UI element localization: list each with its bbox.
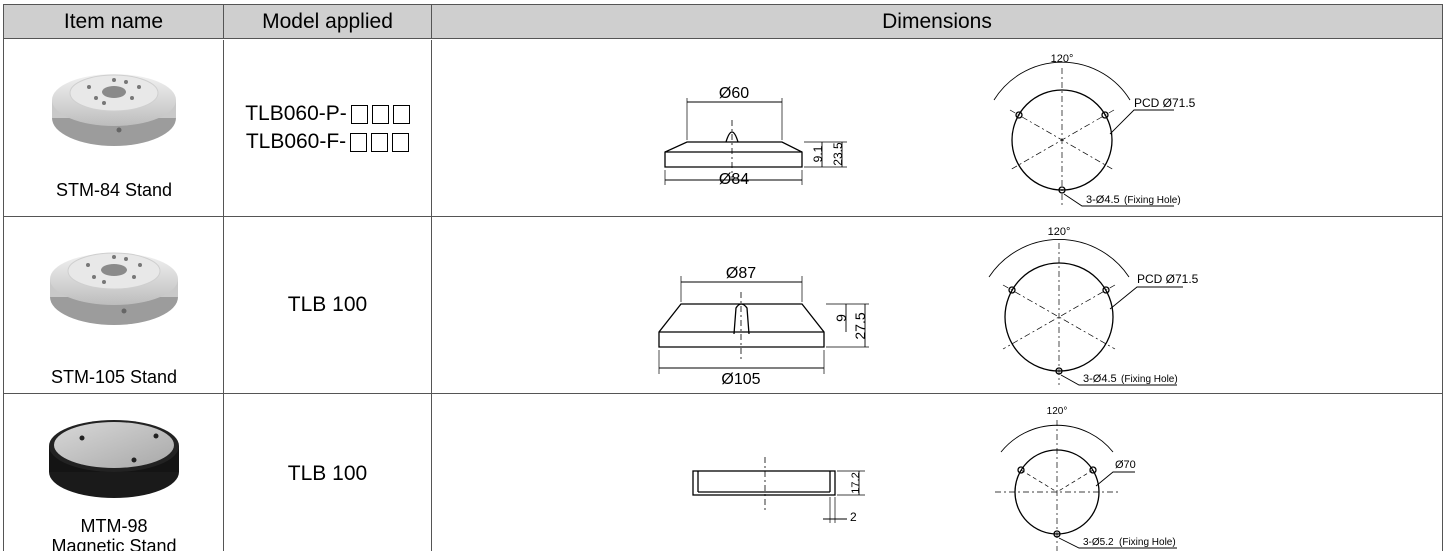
total-height-dimension: 23.5 bbox=[831, 142, 845, 166]
model-line: TLB060-F- bbox=[245, 128, 410, 156]
top-view-drawing: 120° Ø70 3-Ø5.2 (Fixing Hole) bbox=[995, 406, 1177, 551]
model-code: TLB060-P- bbox=[245, 102, 347, 125]
model-code: TLB060-F- bbox=[245, 130, 347, 153]
pcd-label: PCD Ø71.5 bbox=[1137, 272, 1199, 286]
white-round-stand-icon bbox=[52, 74, 176, 146]
angle-label: 120° bbox=[1048, 226, 1071, 238]
option-box bbox=[350, 104, 368, 124]
option-box bbox=[371, 132, 389, 152]
height-dimension: 9 bbox=[833, 314, 849, 322]
magnetic-stand-icon bbox=[49, 420, 179, 498]
option-box bbox=[392, 132, 410, 152]
angle-label: 120° bbox=[1047, 406, 1068, 417]
table-row: STM-105 Stand TLB 100 bbox=[4, 217, 1442, 394]
table-row: MTM-98 Magnetic Stand TLB 100 bbox=[4, 394, 1442, 551]
item-name: STM-105 Stand bbox=[50, 367, 178, 387]
top-view-drawing: 120° PCD Ø71.5 3-Ø4.5 (Fixing Hole) bbox=[988, 226, 1199, 386]
model-cell: TLB 100 bbox=[224, 217, 432, 393]
item-name: STM-84 Stand bbox=[55, 180, 173, 200]
item-cell: STM-84 Stand bbox=[4, 40, 224, 216]
table-row: STM-84 Stand TLB060-P- TLB060-F- bbox=[4, 40, 1442, 217]
header-dimensions: Dimensions bbox=[432, 5, 1442, 39]
height-dimension: 17.2 bbox=[850, 472, 862, 493]
white-round-stand-icon bbox=[50, 252, 178, 325]
hole-label: 3-Ø4.5 bbox=[1083, 373, 1117, 385]
top-diameter: Ø87 bbox=[726, 265, 756, 282]
pcd-label: Ø70 bbox=[1115, 459, 1136, 471]
height-dimension: 9.1 bbox=[811, 145, 825, 162]
hole-note: (Fixing Hole) bbox=[1124, 195, 1181, 206]
option-box bbox=[371, 104, 389, 124]
model-line: TLB060-P- bbox=[245, 100, 410, 128]
item-name-line1: MTM-98 bbox=[80, 516, 148, 536]
option-box bbox=[392, 104, 410, 124]
bottom-diameter: Ø84 bbox=[719, 171, 749, 188]
model-cell: TLB060-P- TLB060-F- bbox=[224, 40, 432, 216]
thickness-dimension: 2 bbox=[850, 510, 857, 524]
hole-note: (Fixing Hole) bbox=[1119, 537, 1176, 548]
dimensions-cell: 17.2 2 120° Ø70 3-Ø5.2 (Fixin bbox=[432, 394, 1442, 551]
stand-spec-table: Item name Model applied Dimensions bbox=[3, 4, 1443, 551]
hole-note: (Fixing Hole) bbox=[1121, 374, 1178, 385]
hole-label: 3-Ø4.5 bbox=[1086, 194, 1120, 206]
side-view-drawing: Ø60 Ø84 9.1 23.5 bbox=[664, 85, 847, 188]
dimensions-cell: Ø60 Ø84 9.1 23.5 120° PCD Ø71.5 bbox=[432, 40, 1442, 216]
bottom-diameter: Ø105 bbox=[721, 371, 760, 387]
model-cell: TLB 100 bbox=[224, 394, 432, 551]
top-view-drawing: 120° PCD Ø71.5 3-Ø4.5 (Fixing Hole) bbox=[993, 53, 1196, 208]
angle-label: 120° bbox=[1051, 53, 1074, 65]
total-height-dimension: 27.5 bbox=[852, 312, 868, 339]
item-name-line2: Magnetic Stand bbox=[51, 536, 177, 551]
model-code: TLB 100 bbox=[287, 293, 368, 316]
item-cell: MTM-98 Magnetic Stand bbox=[4, 394, 224, 551]
hole-label: 3-Ø5.2 bbox=[1083, 537, 1114, 548]
option-box bbox=[350, 132, 368, 152]
header-item-name: Item name bbox=[4, 5, 224, 39]
side-view-drawing: Ø87 Ø105 9 27.5 bbox=[658, 265, 869, 387]
pcd-label: PCD Ø71.5 bbox=[1134, 96, 1196, 110]
side-view-drawing: 17.2 2 bbox=[692, 457, 865, 524]
dimensions-cell: Ø87 Ø105 9 27.5 120° PCD Ø71.5 3 bbox=[432, 217, 1442, 393]
header-model-applied: Model applied bbox=[224, 5, 432, 39]
model-code: TLB 100 bbox=[287, 462, 368, 485]
top-diameter: Ø60 bbox=[719, 85, 749, 102]
item-cell: STM-105 Stand bbox=[4, 217, 224, 393]
